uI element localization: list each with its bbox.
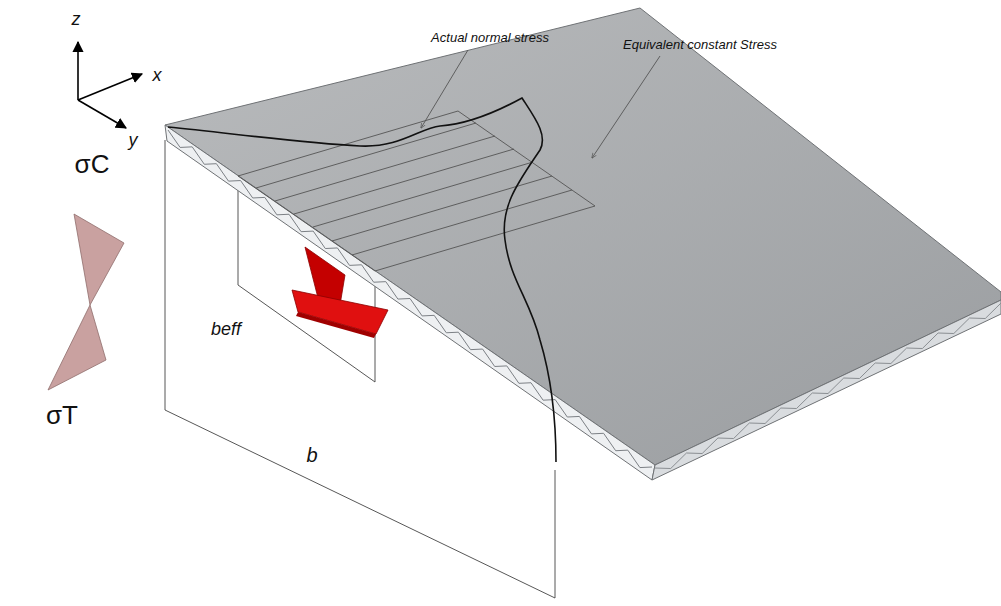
leader-lines [421,50,660,158]
plate-top [165,8,1001,465]
axis-label: z [72,10,81,30]
callout-label: Equivalent constant Stress [623,38,777,52]
core-zigzag [655,303,1001,469]
core-triangles [168,130,1001,469]
callout-label: Actual normal stress [431,31,549,45]
dimension-label: beff [211,320,241,340]
stress-diagram [48,214,124,390]
actual-stress-curve [168,98,556,462]
stress-symbol: σC [75,150,110,179]
axis-label: y [129,131,138,151]
stress-symbol: σT [46,401,78,430]
axis-label: x [153,66,162,86]
axes [78,42,142,128]
dimension-label: b [306,444,317,466]
stiffener [292,247,388,338]
core-zigzag [168,130,652,468]
plate-side-face [652,300,1001,480]
plate-front-face [165,125,655,480]
